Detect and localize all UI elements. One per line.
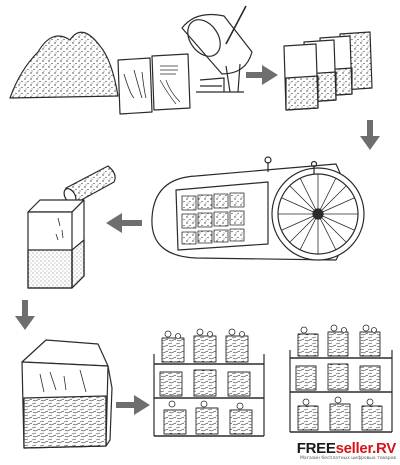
inoculation-container (27, 199, 85, 289)
watermark-logo: FREEseller.RV Магазин бесплатных цифровы… (296, 440, 397, 462)
arrow-down-2 (15, 300, 35, 330)
substrate-pile (9, 31, 119, 99)
fruiting-rack-2 (289, 324, 393, 433)
fruiting-rack-1 (153, 328, 265, 437)
arrow-right-2 (116, 395, 150, 415)
concrete-mixer (181, 5, 253, 93)
arrow-down-1 (360, 120, 380, 150)
pasteurization-chamber (151, 156, 365, 261)
watermark-tagline: Магазин бесплатных цифровых товаров (299, 456, 396, 461)
arrow-right-1 (246, 65, 278, 85)
open-substrate-bag (21, 339, 113, 449)
additive-sacks (117, 53, 191, 115)
arrow-left-1 (106, 213, 142, 233)
watermark-text-black: FREE (296, 440, 336, 457)
watermark-text-red: seller.RV (335, 440, 397, 457)
filled-bags-row (283, 31, 373, 111)
